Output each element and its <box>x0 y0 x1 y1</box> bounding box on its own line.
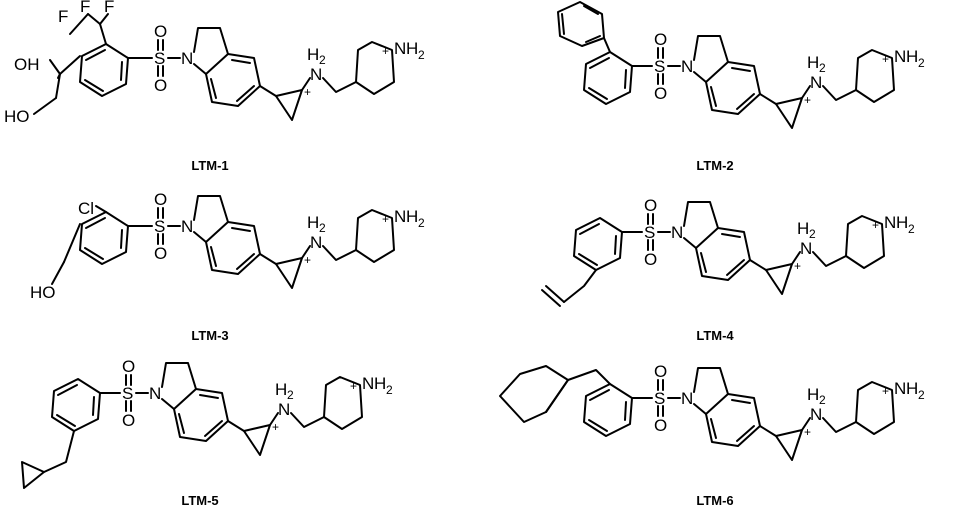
core-scaffold <box>153 21 426 121</box>
core-scaffold <box>153 189 426 289</box>
aryl-ring <box>573 217 623 271</box>
atom-F: F <box>58 7 68 26</box>
compound-ltm-1: F F F OH HO LTM-1 <box>4 0 426 173</box>
aryl-ring <box>51 378 101 432</box>
atom-OH: OH <box>14 55 40 74</box>
core-scaffold <box>653 361 926 461</box>
compound-label: LTM-4 <box>696 328 734 343</box>
compound-label: LTM-3 <box>191 328 228 343</box>
compound-ltm-2: LTM-2 <box>557 1 926 173</box>
atom-F: F <box>104 0 114 16</box>
core-scaffold <box>121 356 394 456</box>
aryl-ring <box>79 211 129 265</box>
aryl-ring <box>583 51 633 105</box>
compound-label: LTM-5 <box>181 493 218 508</box>
core-scaffold <box>643 195 916 295</box>
compound-ltm-4: LTM-4 <box>541 195 916 343</box>
compound-ltm-3: Cl HO LTM-3 <box>30 189 426 343</box>
compound-label: LTM-2 <box>696 158 733 173</box>
aryl-ring <box>583 383 633 437</box>
compound-ltm-5: LTM-5 <box>21 356 394 508</box>
compound-ltm-6: LTM-6 <box>499 361 926 508</box>
atom-HO: HO <box>4 107 30 126</box>
compound-label: LTM-6 <box>696 493 733 508</box>
compound-label: LTM-1 <box>191 158 228 173</box>
atom-HO: HO <box>30 283 56 302</box>
atom-Cl: Cl <box>78 199 94 218</box>
aryl-ring <box>79 43 129 97</box>
core-scaffold <box>653 29 926 129</box>
atom-F: F <box>80 0 90 16</box>
